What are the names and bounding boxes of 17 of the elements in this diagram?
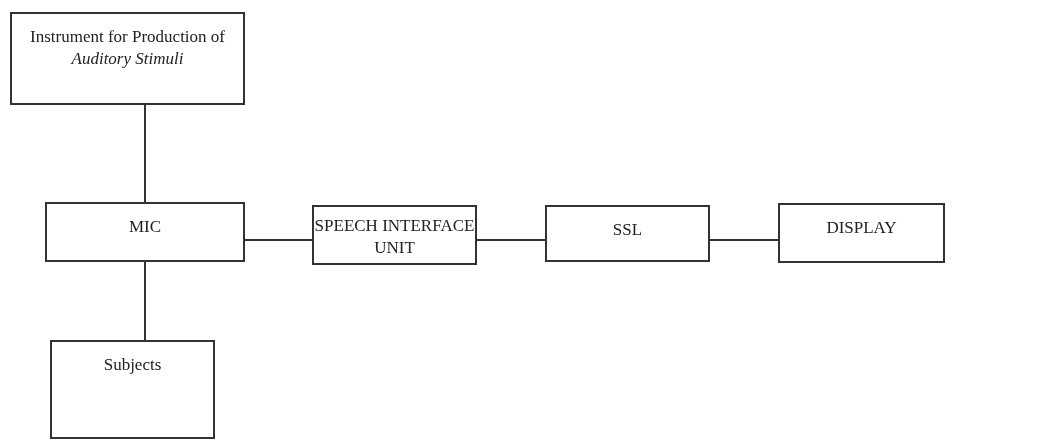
process-box — [10, 12, 245, 105]
process-box — [50, 340, 215, 439]
connector-line — [244, 239, 313, 241]
box-label: DISPLAY — [826, 217, 897, 239]
connector-line — [709, 239, 779, 241]
process-box — [45, 202, 245, 262]
process-box — [778, 203, 945, 263]
connector-line — [144, 104, 146, 203]
box-label: Instrument for Production of Auditory Stimuli — [29, 26, 226, 71]
process-box — [545, 205, 710, 262]
box-label: SSL — [612, 219, 643, 241]
box-label: SPEECH INTERFACE UNIT — [314, 215, 475, 260]
box-label: MIC — [128, 216, 162, 238]
connector-line — [476, 239, 546, 241]
process-box — [312, 205, 477, 265]
box-label: Subjects — [103, 354, 162, 376]
connector-line — [144, 261, 146, 341]
